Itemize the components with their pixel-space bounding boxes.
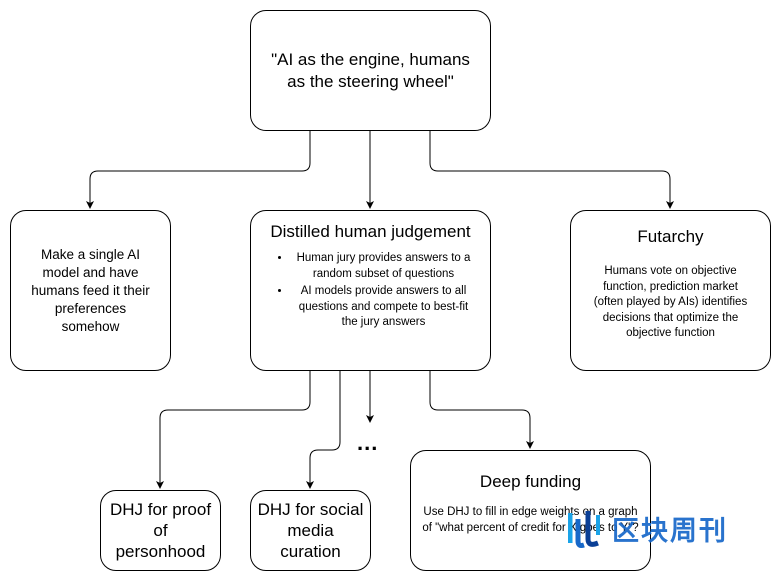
- arrow-middle-to-funding: [429, 370, 534, 449]
- right-node: Futarchy Humans vote on objective functi…: [570, 210, 771, 371]
- watermark-icon: [568, 511, 600, 548]
- arrow-root-to-right: [429, 130, 674, 209]
- funding-node-text: Use DHJ to fill in edge weights on a gra…: [422, 506, 639, 534]
- ellipsis-label: ...: [357, 430, 379, 455]
- funding-node-title: Deep funding: [479, 472, 582, 491]
- personhood-node: DHJ for proof of personhood: [100, 490, 221, 571]
- left-node: Make a single AI model and have humans f…: [10, 210, 171, 371]
- left-node-text: Make a single AI model and have humans f…: [31, 246, 150, 334]
- arrow-middle-to-personhood: [156, 370, 311, 489]
- root-node: "AI as the engine, humans as the steerin…: [250, 10, 491, 131]
- arrow-middle-to-social: [306, 370, 341, 489]
- right-node-text: Humans vote on objective function, predi…: [593, 265, 748, 339]
- middle-node-title: Distilled human judgement: [270, 222, 471, 241]
- watermark-logo: 区块周刊: [568, 505, 768, 550]
- root-node-text: "AI as the engine, humans as the steerin…: [271, 49, 470, 91]
- middle-node: Distilled human judgement Human jury pro…: [250, 210, 491, 371]
- personhood-node-text: DHJ for proof of personhood: [109, 500, 212, 561]
- middle-node-points: Human jury provides answers to a random …: [251, 251, 490, 333]
- social-node: DHJ for social media curation: [250, 490, 371, 571]
- middle-node-point: Human jury provides answers to a random …: [291, 251, 476, 282]
- funding-node: Deep funding Use DHJ to fill in edge wei…: [410, 450, 651, 571]
- social-node-text: DHJ for social media curation: [257, 500, 364, 561]
- right-node-title: Futarchy: [637, 227, 704, 246]
- watermark-text: 区块周刊: [612, 516, 728, 547]
- arrow-root-to-left: [86, 130, 311, 209]
- middle-node-point: AI models provide answers to all questio…: [291, 284, 476, 331]
